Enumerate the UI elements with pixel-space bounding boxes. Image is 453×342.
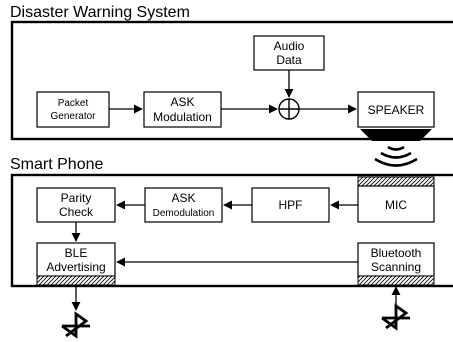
bluetooth-icon (61, 311, 90, 339)
bluetooth-scanning-block: Bluetooth Scanning (357, 242, 435, 286)
bluetooth-scanning-label-1: Bluetooth (371, 246, 422, 260)
speaker-cone-icon (360, 129, 432, 141)
speaker-label: SPEAKER (368, 103, 425, 117)
ble-advertising-block: BLE Advertising (36, 242, 116, 286)
hpf-label: HPF (279, 198, 303, 212)
ask-modulation-label-2: Modulation (153, 110, 212, 124)
speaker-block: SPEAKER (357, 91, 435, 128)
ask-modulation-label-1: ASK (170, 95, 194, 109)
parity-check-label-2: Check (59, 205, 94, 219)
packet-generator-label-2: Generator (50, 111, 96, 122)
packet-generator-label-1: Packet (58, 98, 89, 109)
audio-data-block: Audio Data (253, 35, 325, 71)
summing-junction-icon (278, 98, 300, 120)
section-title-disaster-warning-system: Disaster Warning System (10, 4, 190, 21)
smart-phone-frame (10, 173, 453, 288)
disaster-warning-frame (10, 20, 453, 141)
section-title-smart-phone: Smart Phone (10, 156, 103, 173)
parity-check-label-1: Parity (61, 191, 92, 205)
audio-data-label-1: Audio (274, 39, 305, 53)
audio-data-label-2: Data (276, 53, 302, 67)
ask-modulation-block: ASK Modulation (143, 91, 222, 128)
ble-advertising-label-1: BLE (65, 246, 88, 260)
hpf-block: HPF (251, 187, 330, 223)
ask-demodulation-block: ASK Demodulation (144, 187, 223, 223)
ask-demodulation-label-1: ASK (171, 191, 195, 205)
sound-waves-icon (374, 145, 418, 167)
ask-demodulation-label-2: Demodulation (153, 208, 215, 219)
mic-label: MIC (385, 198, 407, 212)
mic-block: MIC (357, 176, 435, 223)
bluetooth-scanning-label-2: Scanning (371, 260, 421, 274)
parity-check-block: Parity Check (36, 187, 116, 223)
bluetooth-icon (381, 303, 410, 331)
ble-advertising-label-2: Advertising (46, 260, 105, 274)
packet-generator-block: Packet Generator (36, 91, 110, 128)
